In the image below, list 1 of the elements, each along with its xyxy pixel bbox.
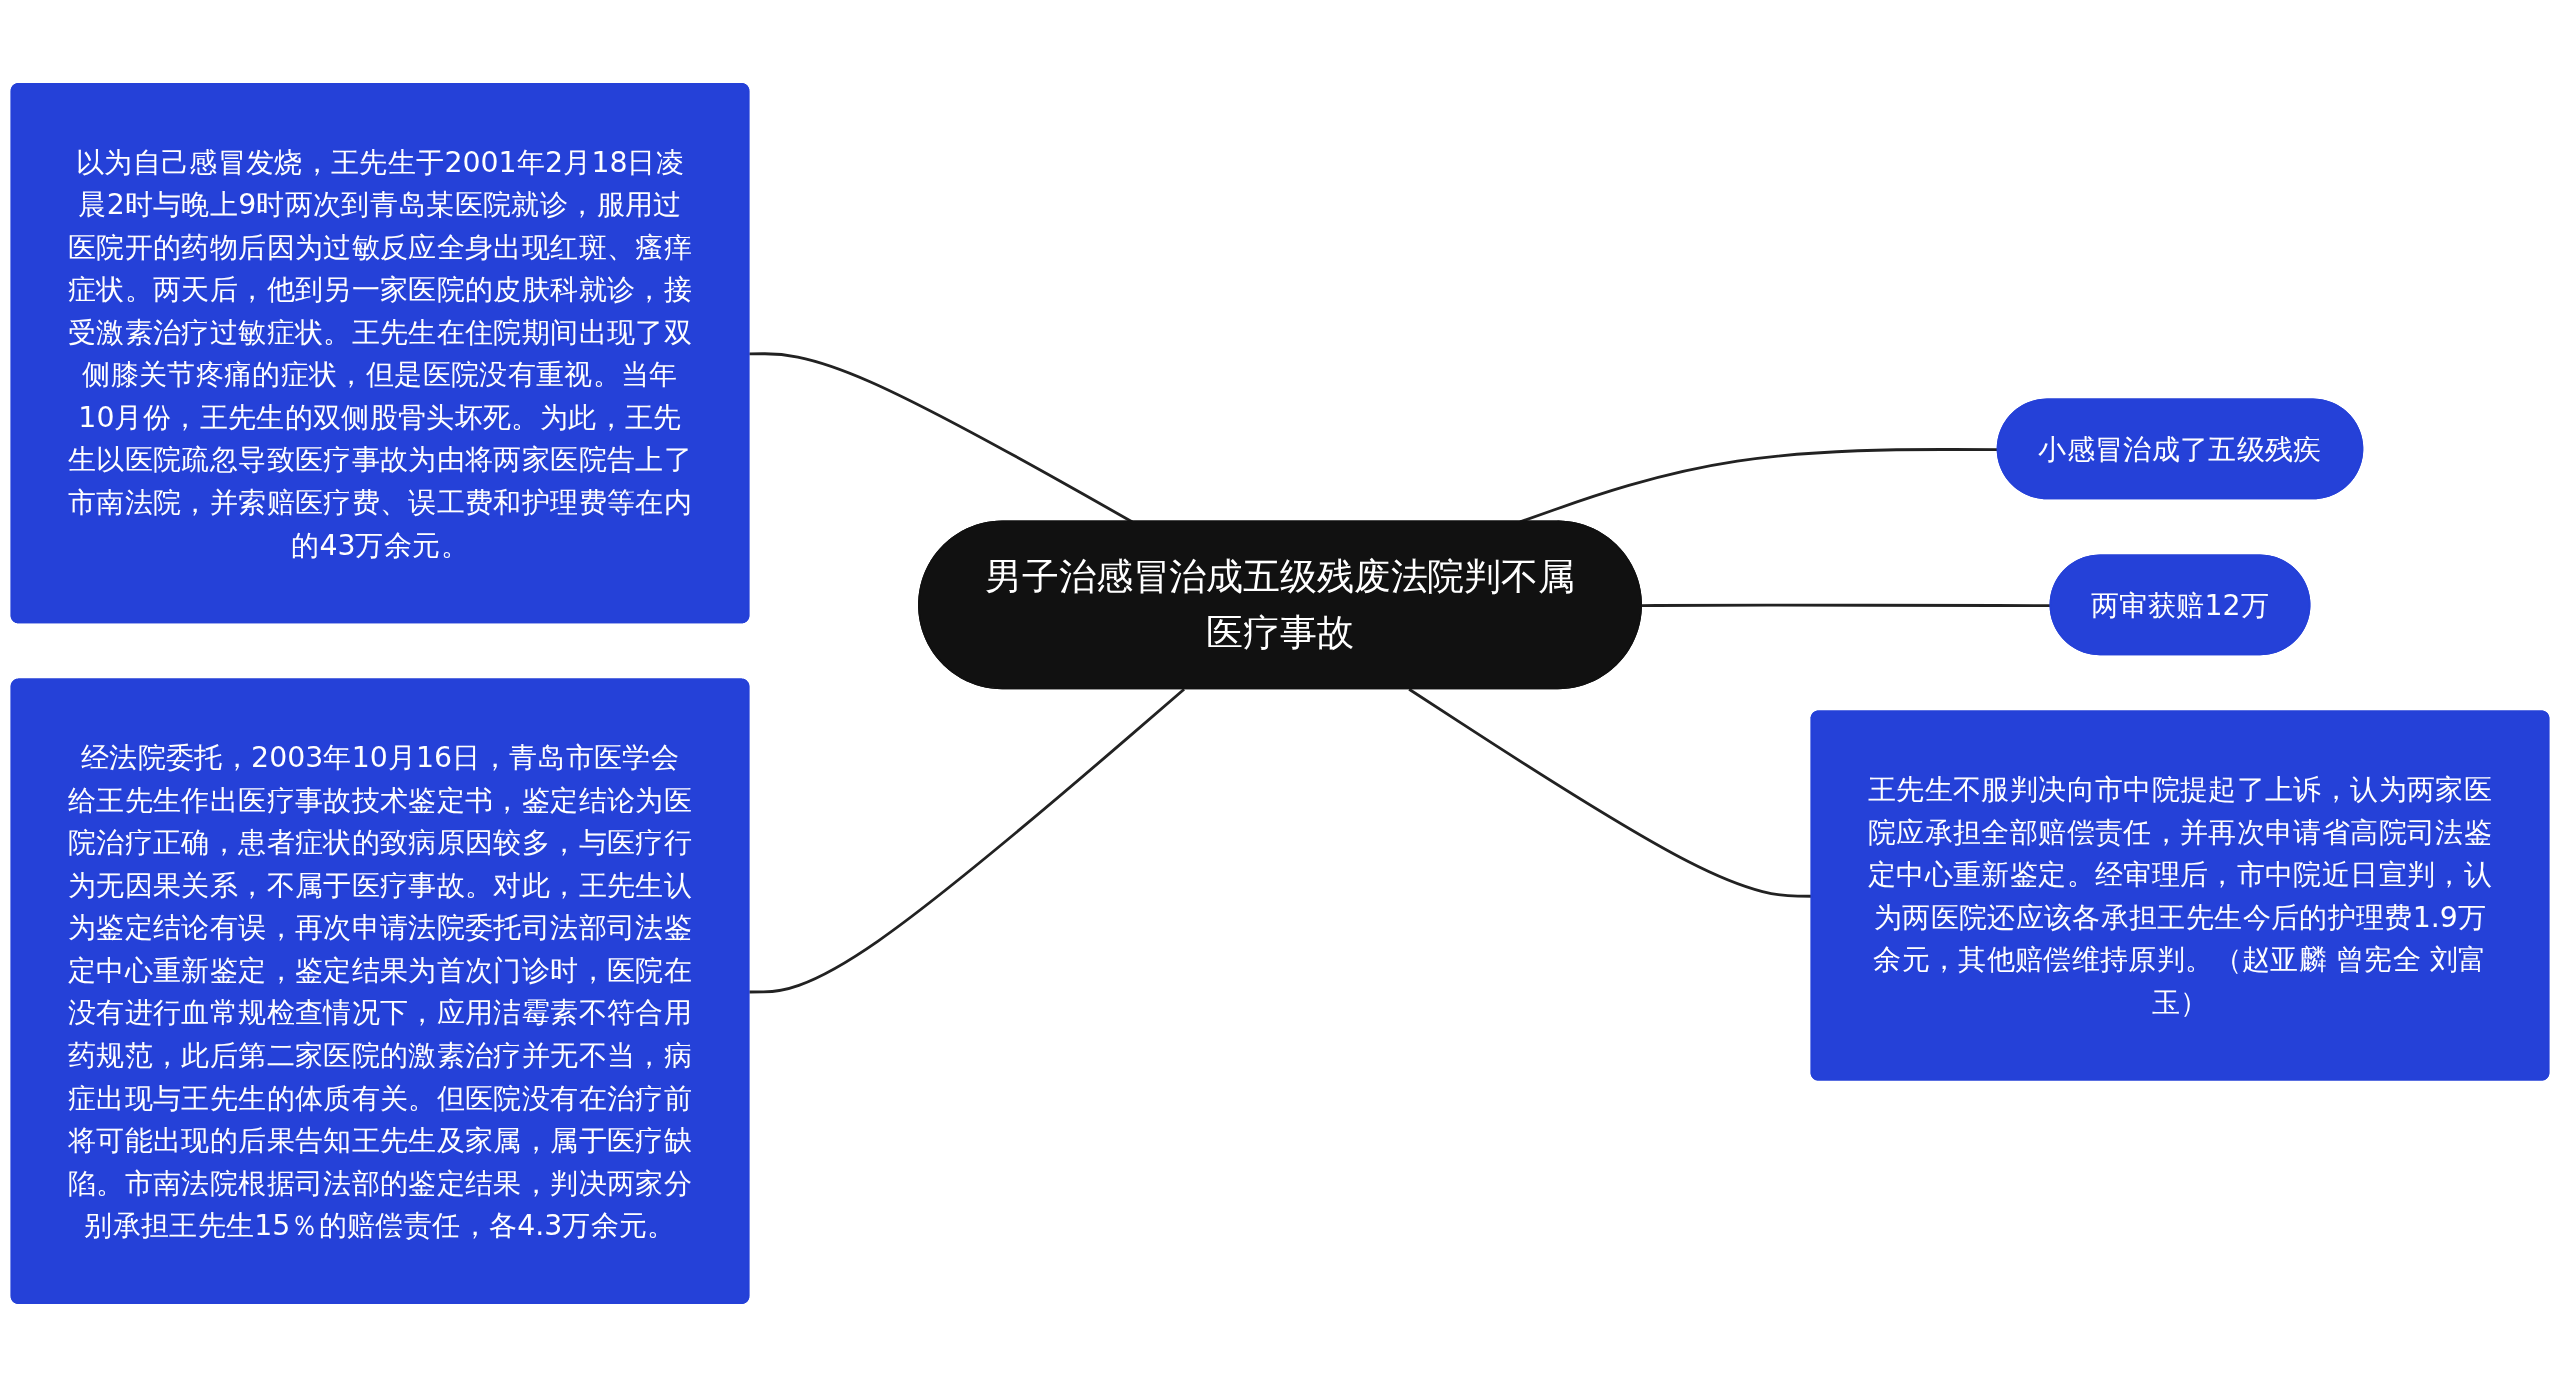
connector	[749, 688, 1185, 994]
